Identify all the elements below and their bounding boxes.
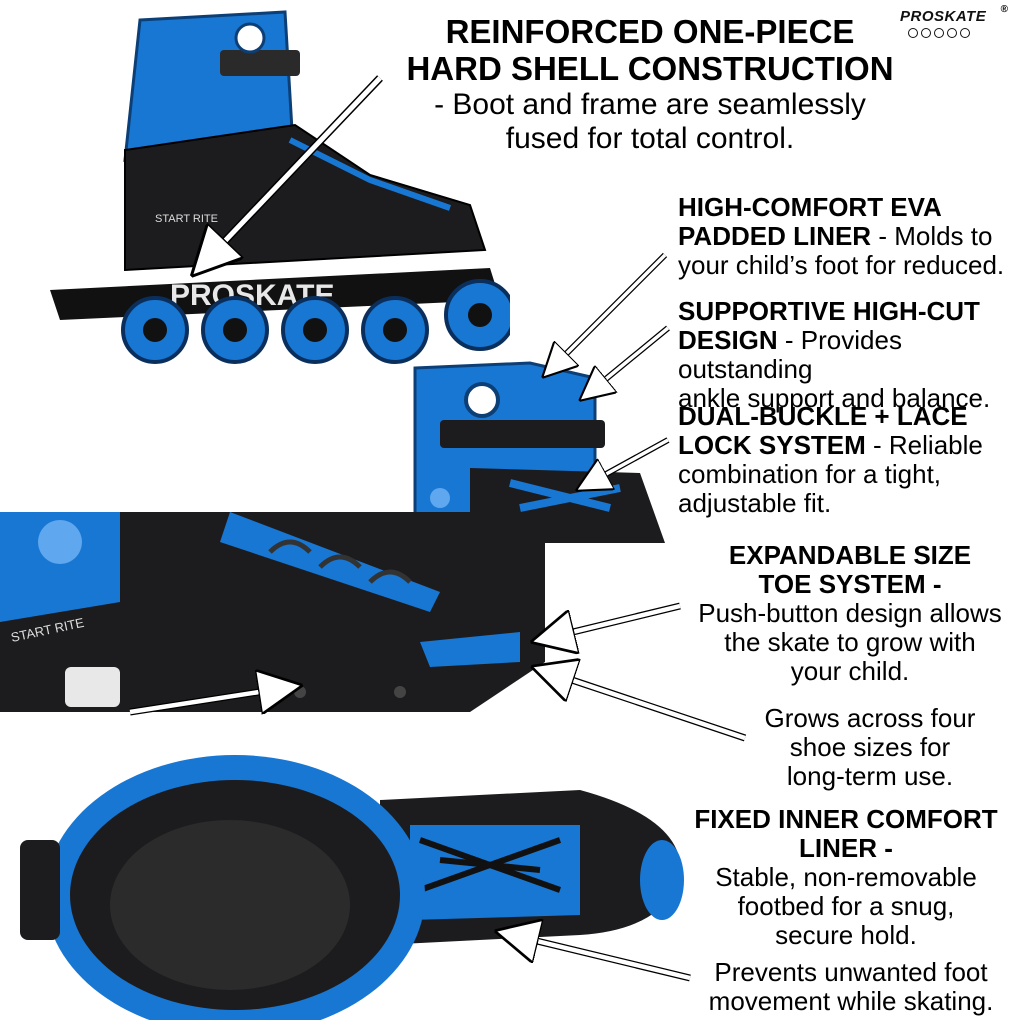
feature-body-line: the skate to grow with: [724, 627, 976, 658]
start-rite-mark: START RITE: [155, 213, 218, 225]
feature-heading-line: DUAL-BUCKLE + LACE: [678, 401, 968, 431]
skate-top-view-image: [20, 755, 684, 1020]
feature-fixed-liner: FIXED INNER COMFORT LINER - Stable, non-…: [676, 804, 1016, 951]
feature-heading-line: PADDED LINER: [678, 221, 872, 252]
feature-heading-line: REINFORCED ONE-PIECE: [445, 13, 855, 50]
feature-body-tail: - Reliable: [865, 430, 983, 461]
feature-body-line: Prevents unwanted foot: [714, 957, 988, 987]
feature-body-line: ankle support and balance.: [678, 383, 991, 414]
feature-heading-line: DESIGN: [678, 325, 778, 356]
proskate-logo: PROSKATE ®: [900, 4, 1010, 52]
feature-body-line: Push-button design allows: [698, 598, 1002, 629]
feature-body-tail: - Provides outstanding: [678, 325, 902, 385]
feature-body-line: fused for total control.: [505, 121, 795, 155]
feature-heading-line: TOE SYSTEM -: [758, 569, 942, 600]
feature-body-line: your child.: [790, 656, 910, 687]
feature-body-line: footbed for a snug,: [737, 891, 955, 922]
feature-body-line: Grows across four: [764, 703, 976, 733]
feature-heading-line: SUPPORTIVE HIGH-CUT: [678, 296, 980, 326]
feature-body-line: - Boot and frame are seamlessly: [434, 87, 866, 121]
feature-heading-line: FIXED INNER COMFORT: [694, 804, 998, 834]
feature-expandable-toe: EXPANDABLE SIZE TOE SYSTEM - Push-button…: [690, 540, 1010, 687]
feature-body-line: combination for a tight,: [678, 459, 942, 490]
feature-body-line: adjustable fit.: [678, 488, 832, 519]
feature-shell-construction: REINFORCED ONE-PIECE HARD SHELL CONSTRUC…: [385, 13, 915, 155]
logo-wordmark: PROSKATE: [900, 8, 987, 25]
feature-body-line: secure hold.: [775, 920, 917, 951]
skate-toe-closeup-image: START RITE: [0, 512, 545, 722]
feature-body-line: movement while skating.: [708, 986, 994, 1017]
feature-buckle-lace: DUAL-BUCKLE + LACE LOCK SYSTEM - Reliabl…: [678, 401, 1018, 519]
feature-heading-line: LOCK SYSTEM: [678, 430, 866, 461]
feature-body-line: shoe sizes for: [789, 732, 951, 763]
feature-four-sizes: Grows across four shoe sizes for long-te…: [740, 703, 1000, 792]
feature-heading-line: HIGH-COMFORT EVA: [678, 192, 942, 222]
feature-body-tail: - Molds to: [871, 221, 993, 252]
feature-body-line: Stable, non-removable: [715, 862, 977, 893]
registered-mark: ®: [1000, 4, 1008, 15]
feature-high-cut: SUPPORTIVE HIGH-CUT DESIGN - Provides ou…: [678, 296, 1024, 414]
feature-heading-line: EXPANDABLE SIZE: [728, 540, 972, 570]
logo-wheels-icon: [908, 28, 1010, 38]
feature-body-line: long-term use.: [786, 761, 954, 792]
feature-prevents-movement: Prevents unwanted foot movement while sk…: [686, 957, 1016, 1017]
feature-heading-line: LINER -: [799, 833, 893, 864]
feature-heading-line: HARD SHELL CONSTRUCTION: [406, 49, 894, 87]
feature-eva-liner: HIGH-COMFORT EVA PADDED LINER - Molds to…: [678, 192, 1018, 281]
feature-body-line: your child’s foot for reduced.: [678, 250, 1005, 281]
